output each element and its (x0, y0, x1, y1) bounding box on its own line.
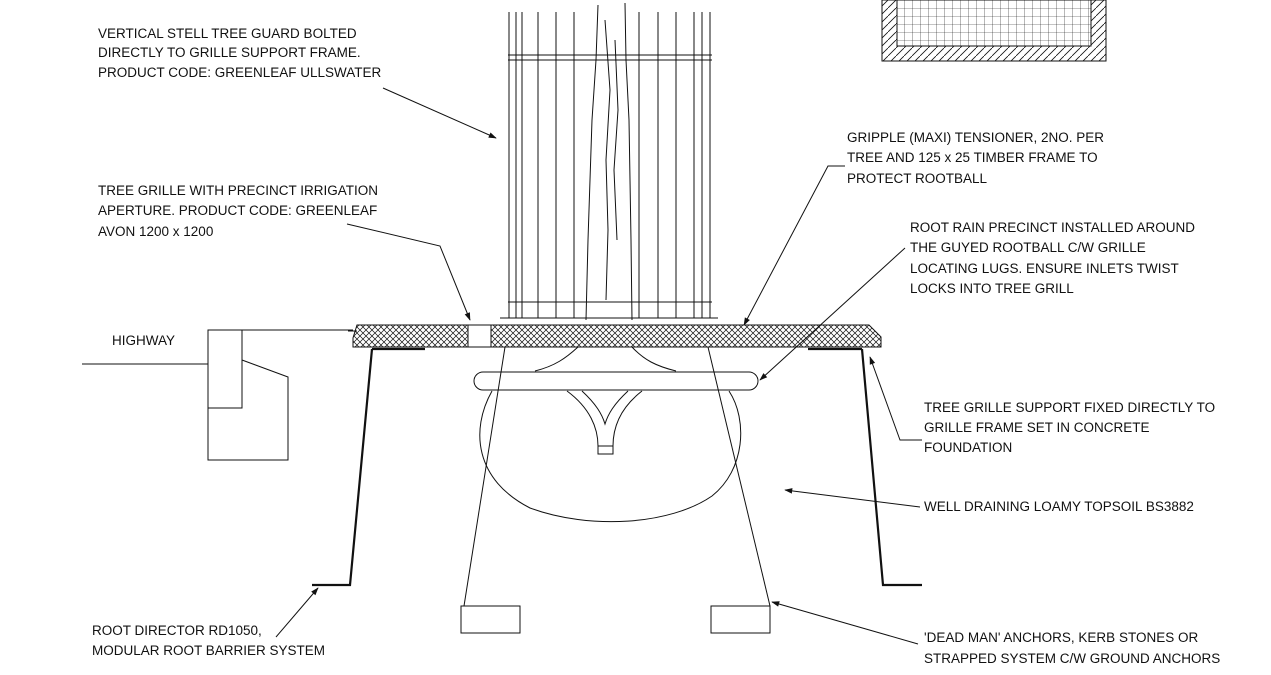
label-root-director: ROOT DIRECTOR RD1050, MODULAR ROOT BARRI… (92, 623, 325, 658)
guy-wires (460, 346, 771, 634)
label-gripple: GRIPPLE (MAXI) TENSIONER, 2NO. PER TREE … (847, 130, 1108, 186)
grille-plan-detail (881, 0, 1107, 62)
label-tree-guard: VERTICAL STELL TREE GUARD BOLTED DIRECTL… (98, 26, 382, 80)
highway-kerb (82, 329, 353, 461)
tree-guard (500, 12, 718, 319)
label-dead-man: 'DEAD MAN' ANCHORS, KERB STONES OR STRAP… (924, 630, 1220, 666)
label-topsoil: WELL DRAINING LOAMY TOPSOIL BS3882 (924, 499, 1194, 514)
root-barrier (312, 348, 922, 587)
label-grille-support: TREE GRILLE SUPPORT FIXED DIRECTLY TO GR… (924, 400, 1219, 455)
tree-grille (352, 324, 882, 351)
rootball (473, 346, 759, 523)
leader-lines (275, 87, 922, 645)
label-root-rain: ROOT RAIN PRECINCT INSTALLED AROUND THE … (910, 220, 1199, 296)
tree-trunk (585, 2, 633, 321)
label-tree-grille: TREE GRILLE WITH PRECINCT IRRIGATION APE… (98, 183, 382, 239)
label-highway: HIGHWAY (112, 333, 175, 348)
